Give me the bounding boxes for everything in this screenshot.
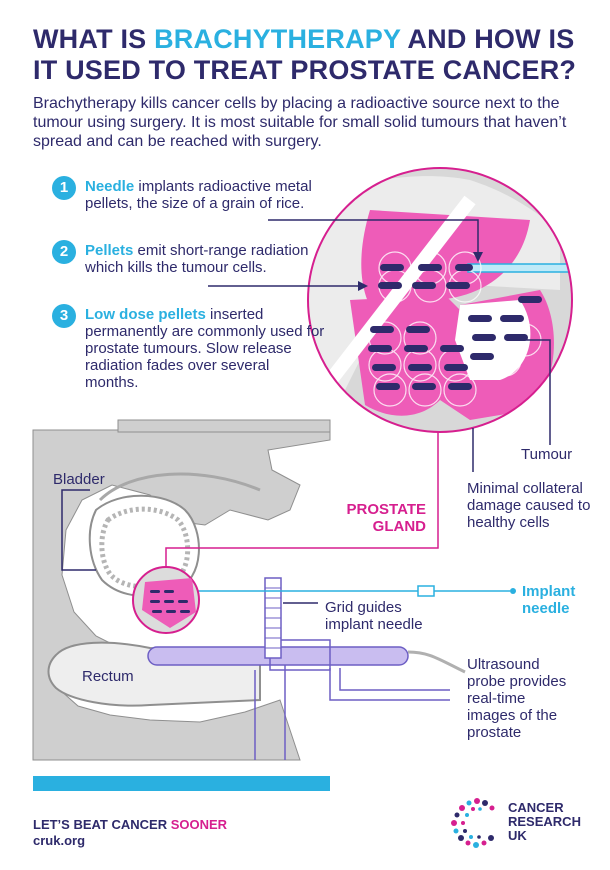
footer-slogan: LET’S BEAT CANCER SOONER [33, 817, 227, 832]
step-text: inserted permanently are commonly used f… [85, 306, 325, 391]
step-key: Pellets [85, 242, 134, 259]
title-part-1: WHAT IS [33, 24, 155, 54]
step-number: 3 [52, 304, 76, 328]
slogan-highlight: SOONER [170, 817, 228, 832]
implant-needle-line [182, 585, 516, 597]
slogan-text: LET’S BEAT CANCER [33, 817, 171, 832]
small-prostate [132, 566, 200, 634]
cruk-logo-text: CANCER RESEARCH UK [508, 801, 581, 843]
step-number: 2 [52, 240, 76, 264]
title-highlight: BRACHYTHERAPY [154, 24, 401, 54]
intro-text: Brachytherapy kills cancer cells by plac… [33, 95, 567, 150]
label-ultrasound: Ultrasound probe provides real-time imag… [467, 656, 567, 741]
logo-line-3: UK [508, 828, 527, 843]
title-part-2: AND HOW IS IT USED TO TREAT PROSTATE CAN… [33, 24, 577, 85]
logo-line-1: CANCER [508, 800, 564, 815]
zoom-connector [165, 430, 439, 567]
step-key: Low dose pellets [85, 306, 206, 323]
cruk-logo-icon [451, 798, 495, 848]
needle-grid [264, 577, 282, 659]
label-prostate-gland: PROSTATE GLAND [346, 501, 426, 535]
logo-line-2: RESEARCH [508, 814, 581, 829]
label-bladder: Bladder [53, 471, 105, 488]
label-implant-needle: Implant needle [522, 583, 576, 617]
footer-bar [33, 776, 330, 791]
label-rectum: Rectum [82, 668, 134, 685]
step-text: implants radioactive metal pellets, the … [85, 178, 312, 212]
footer-url[interactable]: cruk.org [33, 833, 86, 848]
label-grid: Grid guides implant needle [325, 599, 423, 633]
callout-lines [61, 219, 551, 604]
step-text: emit short-range radiation which kills t… [85, 242, 309, 276]
step-key: Needle [85, 178, 135, 195]
label-collateral: Minimal collateral damage caused to heal… [467, 480, 591, 531]
step-number: 1 [52, 176, 76, 200]
page-title: WHAT IS BRACHYTHERAPY AND HOW IS IT USED… [33, 24, 593, 86]
label-tumour: Tumour [521, 446, 573, 463]
zoomed-prostate [307, 167, 573, 433]
